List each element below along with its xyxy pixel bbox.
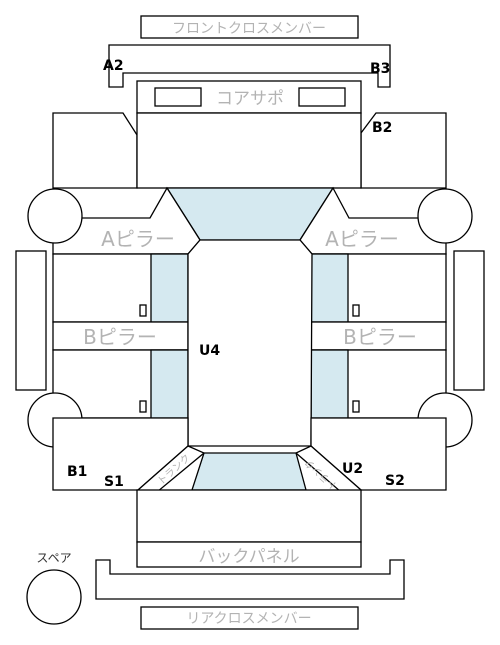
back-panel bbox=[136, 541, 362, 568]
rear-door-glass-right bbox=[310, 349, 349, 419]
code-b2: B2 bbox=[372, 120, 392, 136]
door-handle-front-left bbox=[139, 304, 147, 317]
core-support-label: コアサポ bbox=[216, 89, 284, 109]
rear-bracket bbox=[95, 559, 405, 600]
engine-bay bbox=[136, 112, 362, 189]
b-pillar-left bbox=[52, 321, 189, 351]
front-door-glass-right bbox=[310, 253, 349, 323]
code-s1: S1 bbox=[104, 474, 124, 490]
headlight-right bbox=[298, 87, 346, 107]
front-cross-member-panel bbox=[140, 15, 359, 39]
rear-window bbox=[191, 452, 307, 491]
front-fender-left bbox=[52, 112, 138, 189]
spare-tire bbox=[26, 569, 82, 625]
front-cross-member-label: フロントクロスメンバー bbox=[172, 21, 326, 37]
a-pillar-right-label: Aピラー bbox=[325, 227, 399, 251]
rear-quarter-right bbox=[310, 417, 447, 491]
code-u4: U4 bbox=[199, 343, 220, 359]
front-right-wheel bbox=[417, 188, 473, 244]
side-sill-right bbox=[453, 250, 485, 391]
trunk-lid bbox=[136, 489, 362, 543]
rear-door-glass-left bbox=[150, 349, 189, 419]
front-fender-right bbox=[360, 112, 447, 189]
door-handle-rear-left bbox=[139, 400, 147, 413]
code-s2: S2 bbox=[385, 473, 405, 489]
code-b1: B1 bbox=[67, 464, 87, 480]
code-u2: U2 bbox=[342, 461, 363, 477]
front-bracket bbox=[108, 44, 391, 88]
rear-cross-member-label: リアクロスメンバー bbox=[186, 611, 311, 627]
b-pillar-right-label: Bピラー bbox=[343, 325, 417, 349]
back-panel-label: バックパネル bbox=[198, 547, 299, 567]
headlight-left bbox=[154, 87, 202, 107]
side-sill-left bbox=[15, 250, 47, 391]
spare-tire-label: スペア bbox=[36, 551, 71, 565]
a-pillar-left-label: Aピラー bbox=[101, 227, 175, 251]
front-left-wheel bbox=[27, 188, 83, 244]
front-door-glass-left bbox=[150, 253, 189, 323]
b-pillar-left-label: Bピラー bbox=[83, 325, 157, 349]
code-b3: B3 bbox=[370, 61, 390, 77]
door-handle-front-right bbox=[352, 304, 360, 317]
code-a2: A2 bbox=[103, 58, 124, 74]
rear-cross-member-panel bbox=[140, 606, 359, 630]
door-handle-rear-right bbox=[352, 400, 360, 413]
